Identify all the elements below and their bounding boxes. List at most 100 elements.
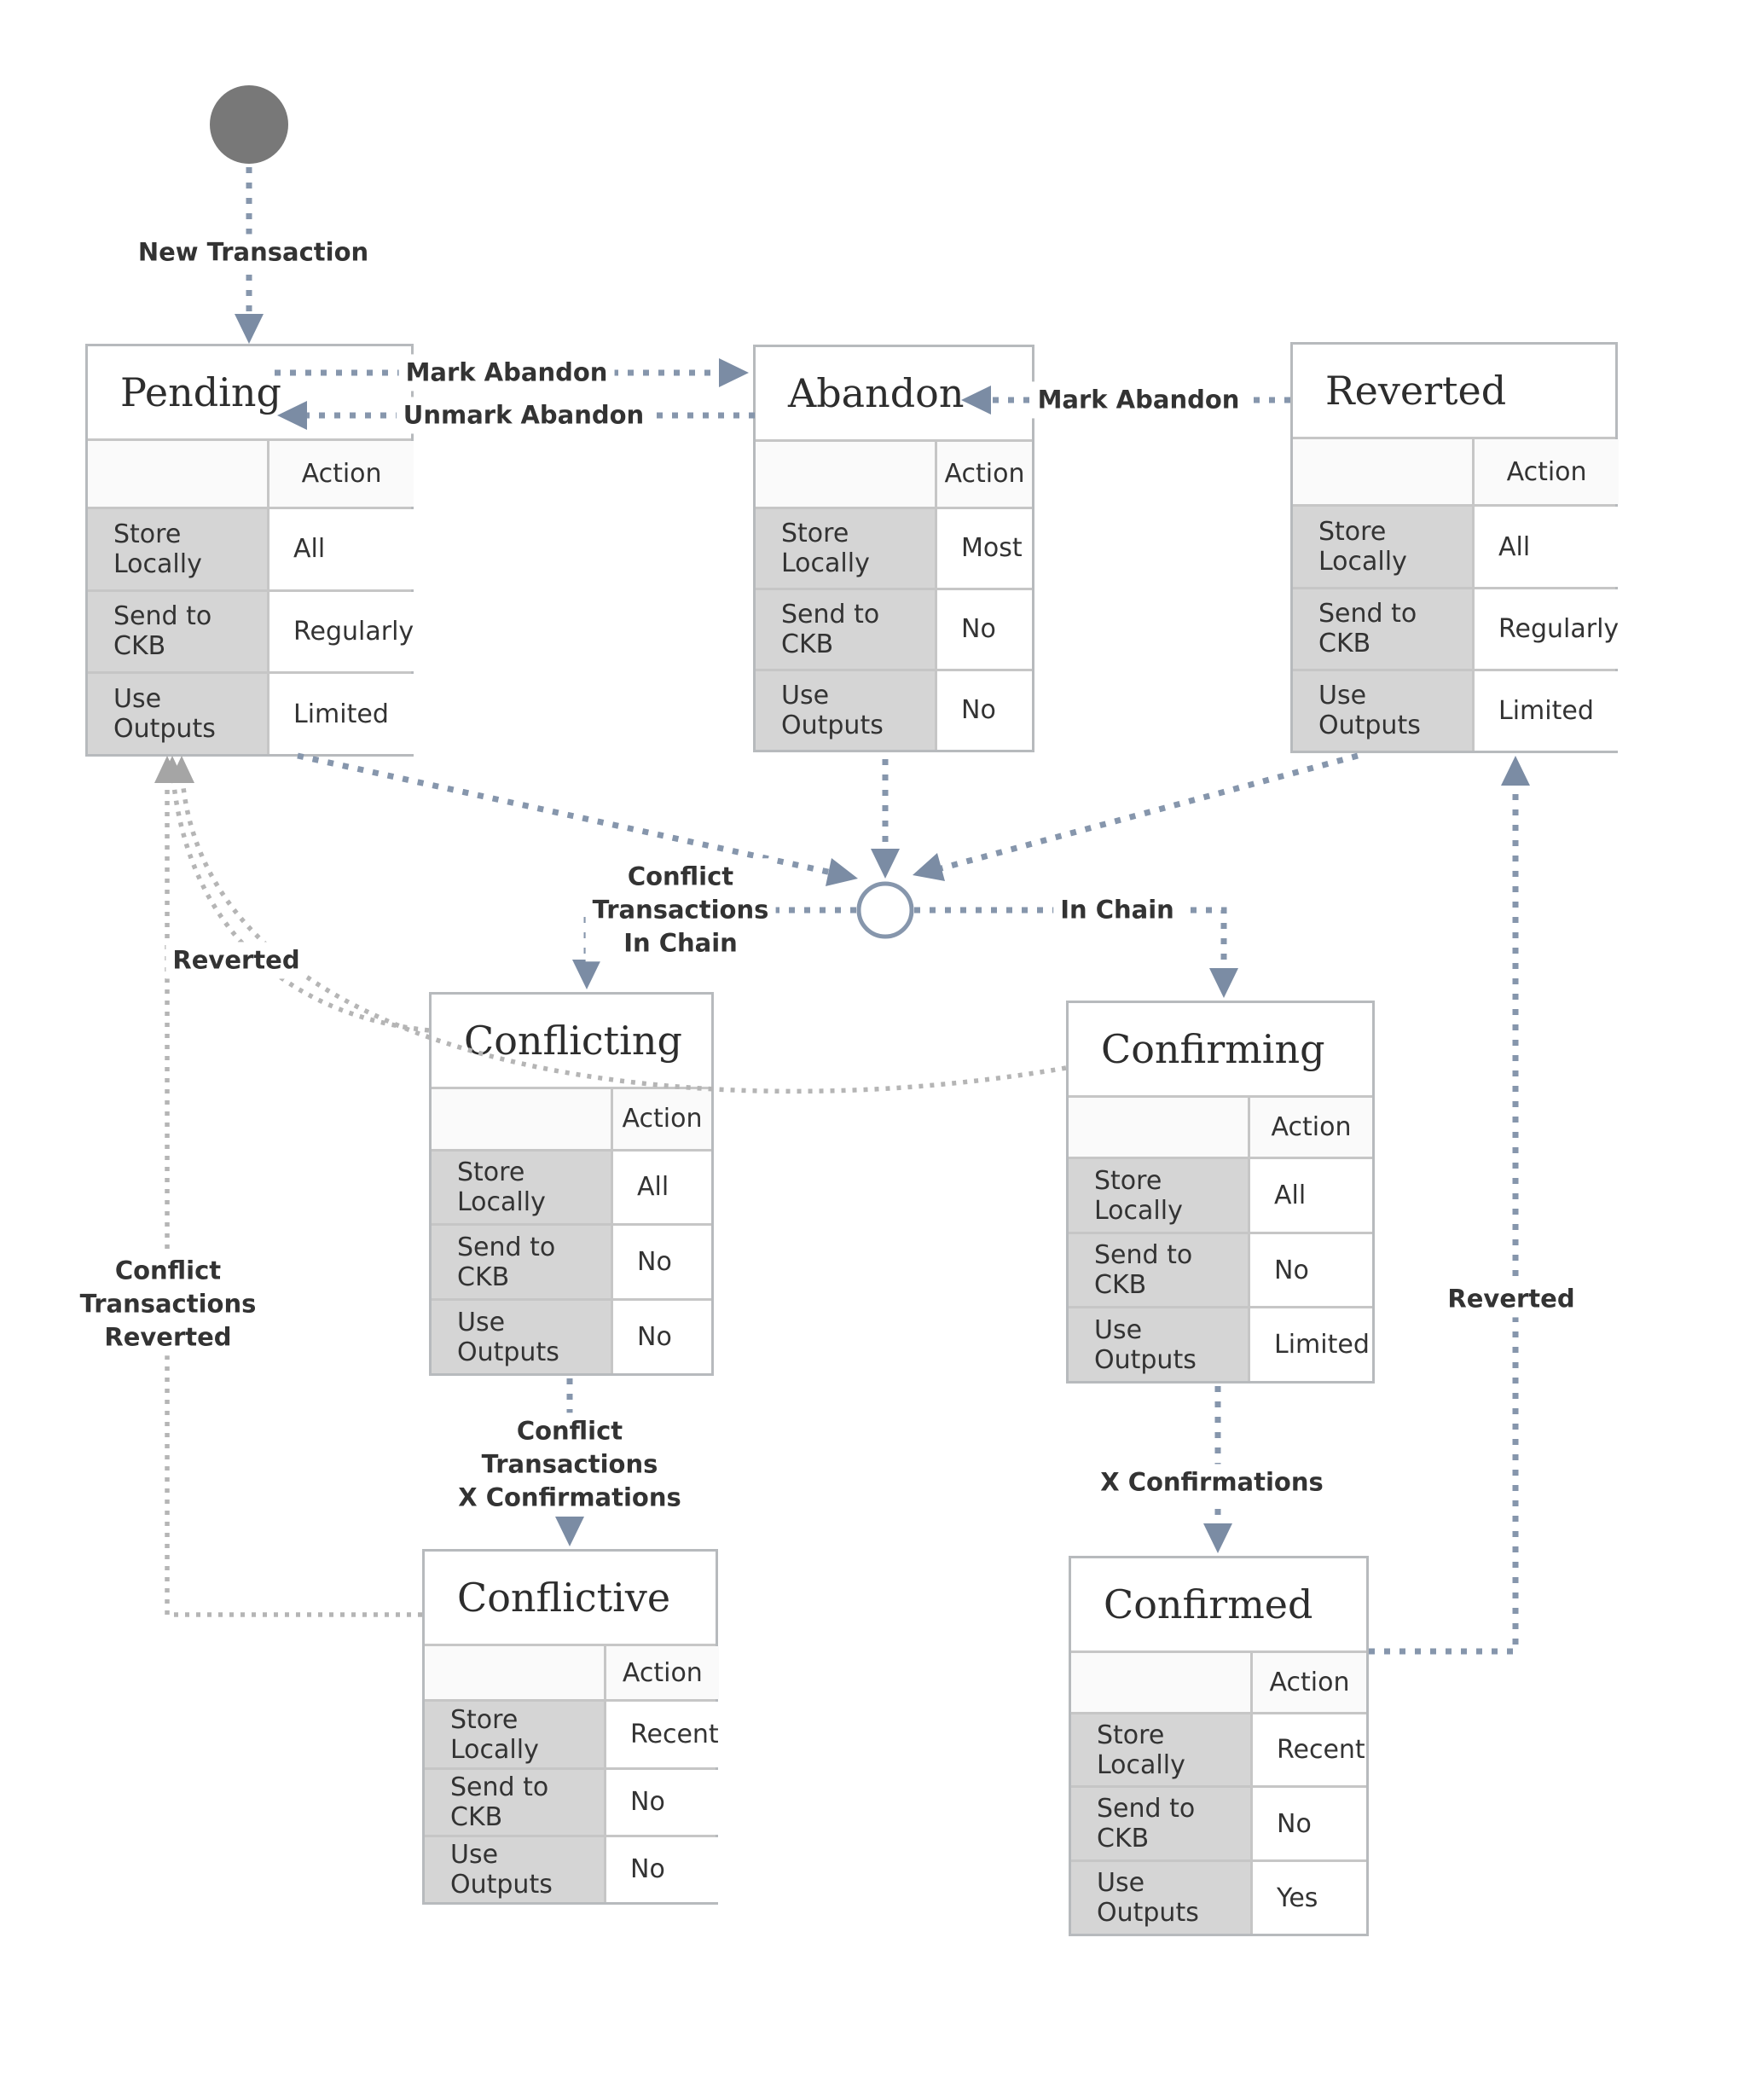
table-header-action: Action [937, 442, 1032, 507]
table-row-value: All [1475, 507, 1620, 587]
state-title: Confirmed [1104, 1581, 1313, 1627]
table-row-value: No [606, 1836, 719, 1902]
state-action-table: Action Store Locally All Send to CKB No … [1069, 1095, 1372, 1381]
table-row-label: Send to CKB [1071, 1788, 1250, 1860]
state-title: Pending [120, 369, 281, 415]
table-row-label: Use Outputs [1071, 1862, 1250, 1934]
state-title: Conflicting [464, 1018, 682, 1064]
state-action-table: Action Store Locally Recent Send to CKB … [425, 1644, 719, 1902]
table-header-action: Action [1250, 1098, 1372, 1157]
table-header-action: Action [1475, 439, 1620, 505]
arrowhead-down-icon [1203, 1523, 1232, 1553]
arrowhead-icon [913, 853, 945, 881]
edge-label-reverted-right: Reverted [1440, 1280, 1582, 1318]
arrowhead-right-icon [719, 358, 749, 387]
state-node-conflicting: Conflicting Action Store Locally All Sen… [429, 992, 714, 1376]
state-title: Conflictive [457, 1575, 671, 1621]
table-row-value: No [937, 670, 1032, 750]
table-row-value: Recent [606, 1702, 719, 1767]
start-state-icon [210, 85, 288, 164]
state-node-pending: Pending Action Store Locally All Send to… [85, 344, 414, 757]
table-row-label: Send to CKB [425, 1769, 604, 1835]
table-corner-cell [756, 442, 935, 507]
state-action-table: Action Store Locally All Send to CKB No … [432, 1087, 711, 1373]
table-row-value: Yes [1253, 1862, 1366, 1934]
table-row-value: Most [937, 508, 1032, 588]
table-row-value: Recent [1253, 1714, 1366, 1786]
state-node-confirmed: Confirmed Action Store Locally Recent Se… [1069, 1556, 1369, 1936]
edge-label-conflict-transactions-reverted: Conflict Transactions Reverted [72, 1252, 264, 1356]
table-row-label: Store Locally [756, 508, 935, 588]
state-node-reverted: Reverted Action Store Locally All Send t… [1290, 342, 1620, 753]
table-row-value: All [1250, 1159, 1372, 1232]
arrowhead-up-icon [169, 756, 194, 783]
state-action-table: Action Store Locally All Send to CKB Reg… [1293, 437, 1620, 751]
table-row-value: No [606, 1769, 719, 1835]
table-row-label: Send to CKB [88, 591, 267, 672]
table-row-label: Use Outputs [1069, 1308, 1248, 1381]
arrowhead-up-icon [1501, 756, 1530, 786]
table-row-value: No [937, 589, 1032, 669]
table-row-value: Limited [269, 674, 414, 754]
table-row-label: Store Locally [432, 1151, 611, 1224]
state-title: Reverted [1325, 368, 1507, 414]
table-row-label: Use Outputs [425, 1836, 604, 1902]
edge-reverted-to-junction [924, 752, 1359, 876]
edge-conflicting-to-pending [170, 767, 430, 1033]
table-row-value: Limited [1250, 1308, 1372, 1381]
table-header-action: Action [606, 1646, 719, 1700]
table-header-action: Action [269, 441, 414, 507]
edge-label-mark-abandon: Mark Abandon [398, 354, 615, 392]
state-action-table: Action Store Locally Most Send to CKB No… [756, 439, 1032, 750]
table-corner-cell [1293, 439, 1472, 505]
table-header-action: Action [1253, 1653, 1366, 1712]
table-row-label: Use Outputs [1293, 670, 1472, 751]
state-title: Abandon [788, 370, 965, 416]
table-row-label: Store Locally [425, 1702, 604, 1767]
table-row-label: Store Locally [1293, 507, 1472, 587]
table-row-label: Send to CKB [1069, 1233, 1248, 1307]
arrowhead-up-icon [154, 756, 180, 783]
arrowhead-down-icon [1209, 968, 1238, 998]
table-row-label: Store Locally [88, 508, 267, 589]
edge-label-new-transaction: New Transaction [130, 234, 376, 271]
table-corner-cell [1069, 1098, 1248, 1157]
table-row-value: All [613, 1151, 711, 1224]
table-row-label: Use Outputs [88, 674, 267, 754]
edge-label-in-chain: In Chain [1053, 891, 1181, 929]
edge-label-unmark-abandon: Unmark Abandon [396, 397, 652, 434]
table-row-value: No [613, 1301, 711, 1373]
table-row-label: Send to CKB [1293, 589, 1472, 669]
edge-label-conflict-transactions-in-chain: Conflict Transactions In Chain [585, 858, 776, 962]
table-row-value: No [1253, 1788, 1366, 1860]
table-row-value: No [613, 1226, 711, 1299]
edge-label-conflict-transactions-x-confirmations: Conflict Transactions X Confirmations [451, 1413, 688, 1517]
edge-label-mark-abandon-right: Mark Abandon [1030, 381, 1247, 419]
edge-conflictive-to-pending [165, 768, 422, 1617]
table-row-value: Regularly [269, 591, 414, 672]
table-corner-cell [432, 1089, 611, 1149]
table-row-label: Use Outputs [432, 1301, 611, 1373]
state-action-table: Action Store Locally All Send to CKB Reg… [88, 438, 414, 754]
state-node-conflictive: Conflictive Action Store Locally Recent … [422, 1549, 719, 1905]
table-row-value: Regularly [1475, 589, 1620, 669]
table-row-value: All [269, 508, 414, 589]
state-action-table: Action Store Locally Recent Send to CKB … [1071, 1650, 1366, 1934]
arrowhead-down-icon [871, 849, 900, 879]
arrowhead-down-icon [235, 314, 264, 344]
table-row-label: Store Locally [1069, 1159, 1248, 1232]
table-row-label: Send to CKB [756, 589, 935, 669]
state-node-confirming: Confirming Action Store Locally All Send… [1066, 1001, 1375, 1384]
table-corner-cell [1071, 1653, 1250, 1712]
arrowhead-down-icon [555, 1517, 584, 1546]
arrowhead-icon [826, 858, 858, 886]
table-row-value: No [1250, 1233, 1372, 1307]
edge-label-reverted-left: Reverted [165, 942, 307, 979]
table-row-label: Store Locally [1071, 1714, 1250, 1786]
arrowhead-down-icon [572, 960, 601, 989]
table-header-action: Action [613, 1089, 711, 1149]
table-row-label: Send to CKB [432, 1226, 611, 1299]
arrowhead-up-icon [159, 756, 185, 783]
